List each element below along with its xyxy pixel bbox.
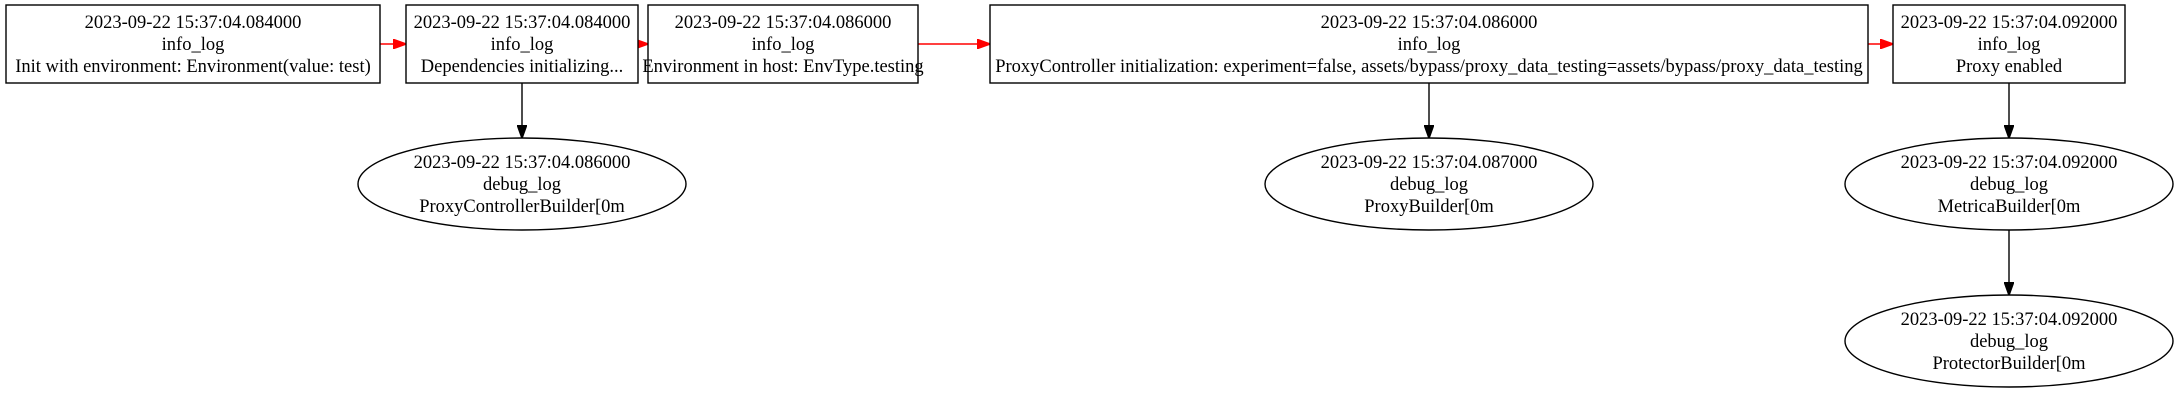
node-message: Dependencies initializing... bbox=[421, 57, 623, 77]
node-timestamp: 2023-09-22 15:37:04.092000 bbox=[1901, 310, 2118, 330]
node-level: info_log bbox=[752, 35, 815, 55]
node-ellipse bbox=[357, 137, 687, 231]
node-timestamp: 2023-09-22 15:37:04.084000 bbox=[85, 13, 302, 33]
node-message: Init with environment: Environment(value… bbox=[15, 57, 371, 77]
node-timestamp: 2023-09-22 15:37:04.087000 bbox=[1321, 153, 1538, 173]
debug-log-node: 2023-09-22 15:37:04.086000debug_logProxy… bbox=[357, 137, 687, 231]
node-level: info_log bbox=[1978, 35, 2041, 55]
node-box bbox=[647, 4, 919, 84]
info-log-node: 2023-09-22 15:37:04.084000info_logDepend… bbox=[405, 4, 639, 84]
node-box bbox=[5, 4, 381, 84]
info-log-node: 2023-09-22 15:37:04.086000info_logEnviro… bbox=[642, 4, 924, 84]
debug-log-node: 2023-09-22 15:37:04.092000debug_logProte… bbox=[1844, 294, 2174, 388]
node-timestamp: 2023-09-22 15:37:04.086000 bbox=[1321, 13, 1538, 33]
node-level: info_log bbox=[162, 35, 225, 55]
node-message: ProtectorBuilder[0m bbox=[1932, 354, 2086, 374]
info-log-node: 2023-09-22 15:37:04.086000info_logProxyC… bbox=[989, 4, 1869, 84]
node-level: info_log bbox=[1398, 35, 1461, 55]
node-level: debug_log bbox=[1970, 332, 2048, 352]
node-timestamp: 2023-09-22 15:37:04.084000 bbox=[414, 13, 631, 33]
node-message: ProxyBuilder[0m bbox=[1364, 197, 1494, 217]
node-ellipse bbox=[1264, 137, 1594, 231]
node-message: Environment in host: EnvType.testing bbox=[642, 57, 923, 77]
node-timestamp: 2023-09-22 15:37:04.086000 bbox=[675, 13, 892, 33]
node-box bbox=[1892, 4, 2126, 84]
node-message: ProxyController initialization: experime… bbox=[995, 57, 1863, 77]
node-box bbox=[989, 4, 1869, 84]
edges-layer bbox=[380, 44, 2009, 295]
node-timestamp: 2023-09-22 15:37:04.092000 bbox=[1901, 13, 2118, 33]
node-level: debug_log bbox=[483, 175, 561, 195]
node-level: debug_log bbox=[1390, 175, 1468, 195]
node-timestamp: 2023-09-22 15:37:04.092000 bbox=[1901, 153, 2118, 173]
node-level: debug_log bbox=[1970, 175, 2048, 195]
info-log-node: 2023-09-22 15:37:04.092000info_logProxy … bbox=[1892, 4, 2126, 84]
node-box bbox=[405, 4, 639, 84]
node-timestamp: 2023-09-22 15:37:04.086000 bbox=[414, 153, 631, 173]
node-ellipse bbox=[1844, 137, 2174, 231]
node-message: Proxy enabled bbox=[1956, 57, 2063, 77]
node-message: MetricaBuilder[0m bbox=[1938, 197, 2081, 217]
debug-log-node: 2023-09-22 15:37:04.092000debug_logMetri… bbox=[1844, 137, 2174, 231]
node-ellipse bbox=[1844, 294, 2174, 388]
node-level: info_log bbox=[491, 35, 554, 55]
node-message: ProxyControllerBuilder[0m bbox=[419, 197, 625, 217]
debug-log-node: 2023-09-22 15:37:04.087000debug_logProxy… bbox=[1264, 137, 1594, 231]
